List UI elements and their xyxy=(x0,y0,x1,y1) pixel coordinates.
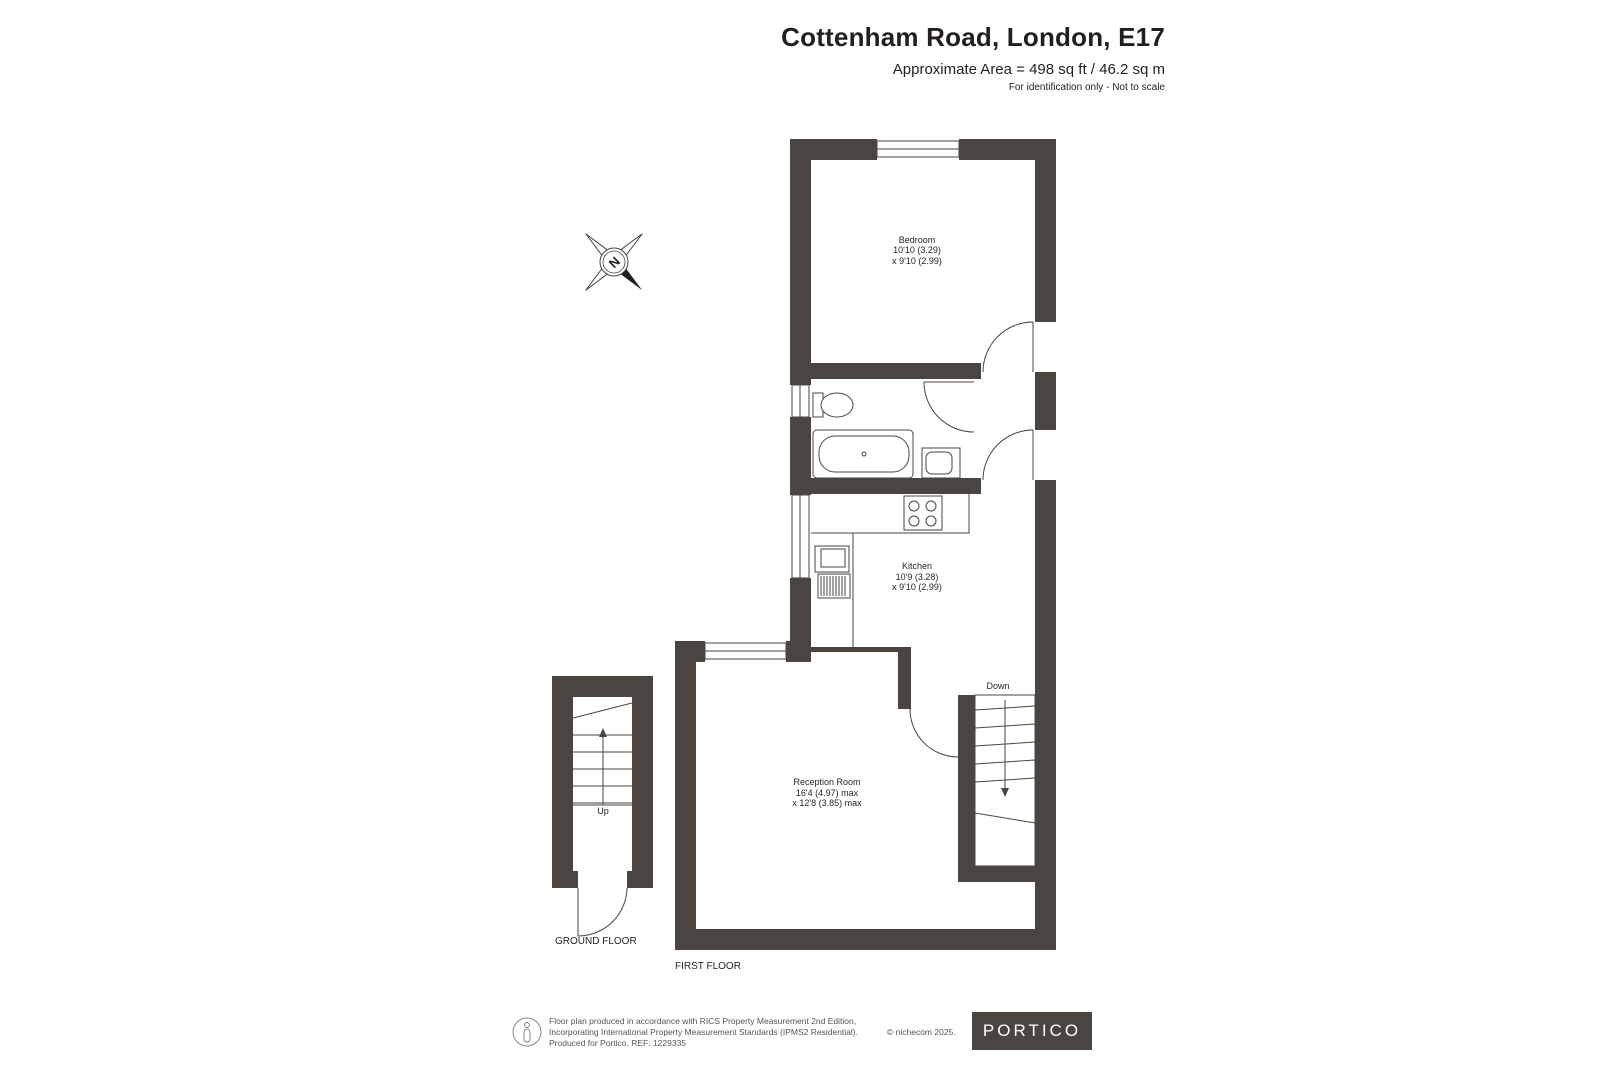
stairs-down-label: Down xyxy=(986,681,1009,691)
kitchen-dim2: x 9'10 (2.99) xyxy=(892,582,942,592)
person-icon xyxy=(512,1017,542,1047)
footer-disclaimer: Floor plan produced in accordance with R… xyxy=(549,1016,858,1049)
compass-icon xyxy=(585,233,643,291)
reception-dim1: 16'4 (4.97) max xyxy=(796,788,859,798)
main-walls xyxy=(675,139,1056,950)
footer-line-3: Produced for Portico. REF: 1229335 xyxy=(549,1038,687,1048)
bedroom-dim1: 10'10 (3.29) xyxy=(893,245,941,255)
kitchen-name: Kitchen xyxy=(902,561,932,571)
bedroom-name: Bedroom xyxy=(899,235,936,245)
stairs-down xyxy=(974,694,1036,867)
first-floor-label: FIRST FLOOR xyxy=(675,961,741,972)
kitchen-fittings xyxy=(811,494,970,647)
plan-title: Cottenham Road, London, E17 xyxy=(781,22,1165,52)
ground-floor-label: GROUND FLOOR xyxy=(555,936,637,947)
scale-note: For identification only - Not to scale xyxy=(1008,82,1165,93)
stairs-up xyxy=(572,702,633,806)
ground-floor-walls xyxy=(552,676,653,937)
footer-line-2: Incorporating International Property Mea… xyxy=(549,1027,858,1037)
reception-dim2: x 12'8 (3.85) max xyxy=(792,798,862,808)
reception-name: Reception Room xyxy=(793,777,860,787)
portico-logo: PORTICO xyxy=(972,1012,1092,1050)
stairs-up-label: Up xyxy=(597,806,609,816)
footer-line-1: Floor plan produced in accordance with R… xyxy=(549,1016,857,1026)
approximate-area: Approximate Area = 498 sq ft / 46.2 sq m xyxy=(892,61,1165,78)
copyright: © nichecom 2025. xyxy=(887,1027,956,1037)
bathroom-fittings xyxy=(812,392,961,479)
kitchen-dim1: 10'9 (3.28) xyxy=(896,572,939,582)
bedroom-dim2: x 9'10 (2.99) xyxy=(892,256,942,266)
door-swings xyxy=(909,321,1034,758)
